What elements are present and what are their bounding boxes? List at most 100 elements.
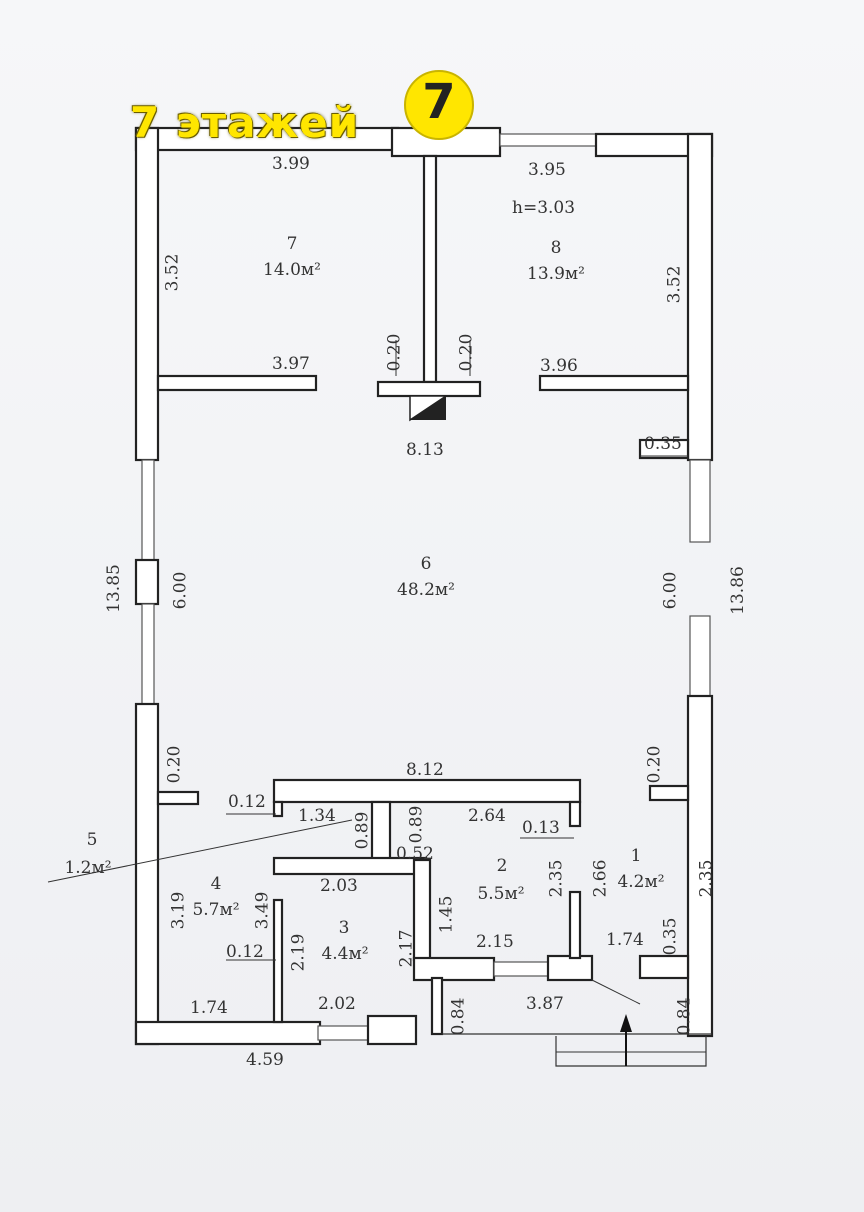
room-4-area: 5.7м² — [192, 900, 240, 920]
dim-r2-top: 2.64 — [468, 806, 506, 826]
room-3-number: 3 — [338, 918, 350, 938]
dim-r2-h2: 2.66 — [590, 859, 611, 898]
window-right-upper — [689, 459, 711, 543]
room2-top-wall — [568, 800, 582, 828]
dim-entry-width: 3.87 — [526, 994, 564, 1014]
dim-col-right: 0.20 — [456, 333, 477, 372]
dim-r1-thick2: 0.35 — [660, 917, 681, 956]
room-8-area: 13.9м² — [527, 264, 585, 284]
dim-left-room7: 3.52 — [162, 253, 183, 292]
dim-r1-thick: 0.13 — [522, 818, 560, 838]
window-top — [499, 133, 597, 147]
dim-mid-a: 0.89 — [352, 811, 373, 850]
partition-rooms-7-8 — [422, 154, 438, 384]
entry-post — [546, 954, 594, 982]
dim-left-stub: 0.20 — [164, 745, 185, 784]
entry-window — [493, 961, 549, 977]
room-4-number: 4 — [210, 874, 222, 894]
room2-inner-post — [568, 890, 582, 960]
room-6-number: 6 — [420, 554, 432, 574]
wall-left-upper — [134, 126, 160, 462]
dim-r2-left: 1.45 — [436, 895, 457, 934]
dim-r4-left: 3.19 — [168, 891, 189, 930]
window-left-upper — [141, 459, 155, 561]
room-2-number: 2 — [496, 856, 508, 876]
room1-bottom-wall — [638, 954, 690, 980]
dim-right-hall: 6.00 — [660, 571, 681, 610]
dim-r2-bottom: 2.15 — [476, 932, 514, 952]
dim-r3-left: 2.19 — [288, 933, 309, 972]
column-dark — [410, 396, 446, 420]
dim-entry-left: 0.84 — [448, 997, 469, 1036]
dim-center-width: 8.13 — [406, 440, 444, 460]
brand-logo-icon: 7 — [404, 70, 474, 140]
partition-room7-bottom — [156, 374, 318, 392]
room-3-area: 4.4м² — [321, 944, 369, 964]
entry-arrow-head — [620, 1014, 632, 1032]
dim-top-right: 3.95 — [528, 160, 566, 180]
dim-mid-c: 0.52 — [396, 844, 434, 864]
dim-partition-left: 3.97 — [272, 354, 310, 374]
wall-bottom-mid — [366, 1014, 418, 1046]
room-5-number: 5 — [86, 830, 98, 850]
ceiling-height: h=3.03 — [512, 198, 576, 218]
dim-mid-b: 0.89 — [406, 805, 427, 844]
dim-bottom-mid: 2.02 — [318, 994, 356, 1014]
wall-left-lower — [134, 702, 160, 1046]
porch-outline — [555, 1036, 707, 1067]
dim-r1-h: 2.35 — [696, 859, 717, 898]
right-stub — [648, 784, 690, 802]
dim-left-hall: 6.00 — [170, 571, 191, 610]
dim-r4-width: 2.03 — [320, 876, 358, 896]
entry-left-wall — [430, 976, 444, 1036]
room-1-number: 1 — [630, 846, 642, 866]
wall-bottom-left — [134, 1020, 322, 1046]
dim-r1-bottom: 1.74 — [606, 930, 644, 950]
window-left-lower — [141, 603, 155, 705]
room-7-area: 14.0м² — [263, 260, 321, 280]
dim-right-room8: 3.52 — [664, 265, 685, 304]
wall-left-pier — [134, 558, 160, 606]
room-7-number: 7 — [286, 234, 298, 254]
dim-r4-inner: 3.49 — [252, 891, 273, 930]
room-6-area: 48.2м² — [397, 580, 455, 600]
bath-top-wall — [272, 778, 582, 804]
wall-right-upper — [686, 132, 714, 462]
room-8-number: 8 — [550, 238, 562, 258]
dim-bath-wall: 8.12 — [406, 760, 444, 780]
dim-r3-right: 2.17 — [396, 929, 417, 968]
dim-right-wall: 0.35 — [644, 434, 682, 454]
room-5-area: 1.2м² — [64, 858, 112, 878]
dim-left-total: 13.85 — [103, 564, 124, 613]
dim-r5-len: 1.34 — [298, 806, 336, 826]
brand-title: 7 этажей — [130, 98, 360, 147]
door-swing — [591, 979, 641, 1005]
dim-right-stub: 0.20 — [644, 745, 665, 784]
room3-left-wall — [272, 898, 284, 1024]
dim-col-left: 0.20 — [384, 333, 405, 372]
mid-post — [370, 800, 392, 862]
dim-entry-right: 0.84 — [674, 997, 695, 1036]
partition-room8-bottom — [538, 374, 690, 392]
dim-bottom-left: 1.74 — [190, 998, 228, 1018]
room3-bottom-corner — [412, 956, 496, 982]
dim-r5-thick: 0.12 — [228, 792, 266, 812]
wall-right-lower — [686, 694, 714, 1038]
column-base — [376, 380, 482, 398]
left-stub — [156, 790, 200, 806]
dim-bottom-total: 4.59 — [246, 1050, 284, 1070]
room5-wall — [272, 800, 284, 818]
dim-r3-wall: 0.12 — [226, 942, 264, 962]
partition-right-stub — [638, 438, 690, 460]
room-2-area: 5.5м² — [477, 884, 525, 904]
dim-right-total: 13.86 — [727, 566, 748, 615]
brand-logo-text: 7 — [422, 74, 456, 130]
window-bottom-left — [317, 1025, 369, 1041]
dim-partition-right: 3.96 — [540, 356, 578, 376]
room5-leader — [47, 819, 353, 883]
dim-top-left: 3.99 — [272, 154, 310, 174]
room-1-area: 4.2м² — [617, 872, 665, 892]
window-right-lower — [689, 615, 711, 697]
dim-r2-h1: 2.35 — [546, 859, 567, 898]
